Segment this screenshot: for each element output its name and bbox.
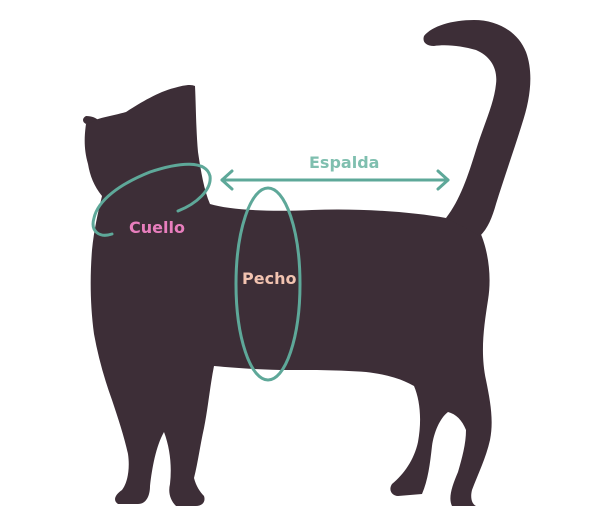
back-arrow-head-left xyxy=(220,169,234,191)
neck-measure-loop xyxy=(91,162,212,237)
chest-label: Pecho xyxy=(242,269,297,288)
cat-silhouette xyxy=(83,20,531,507)
back-label: Espalda xyxy=(309,153,380,172)
cat-nose-tip xyxy=(83,116,98,124)
cat-tail-shape xyxy=(423,20,531,236)
neck-label: Cuello xyxy=(129,218,185,237)
cat-body-shape xyxy=(84,84,492,507)
back-measure-arrow xyxy=(220,169,450,191)
back-arrow-head-right xyxy=(436,169,450,191)
chest-measure-ellipse xyxy=(234,186,302,382)
